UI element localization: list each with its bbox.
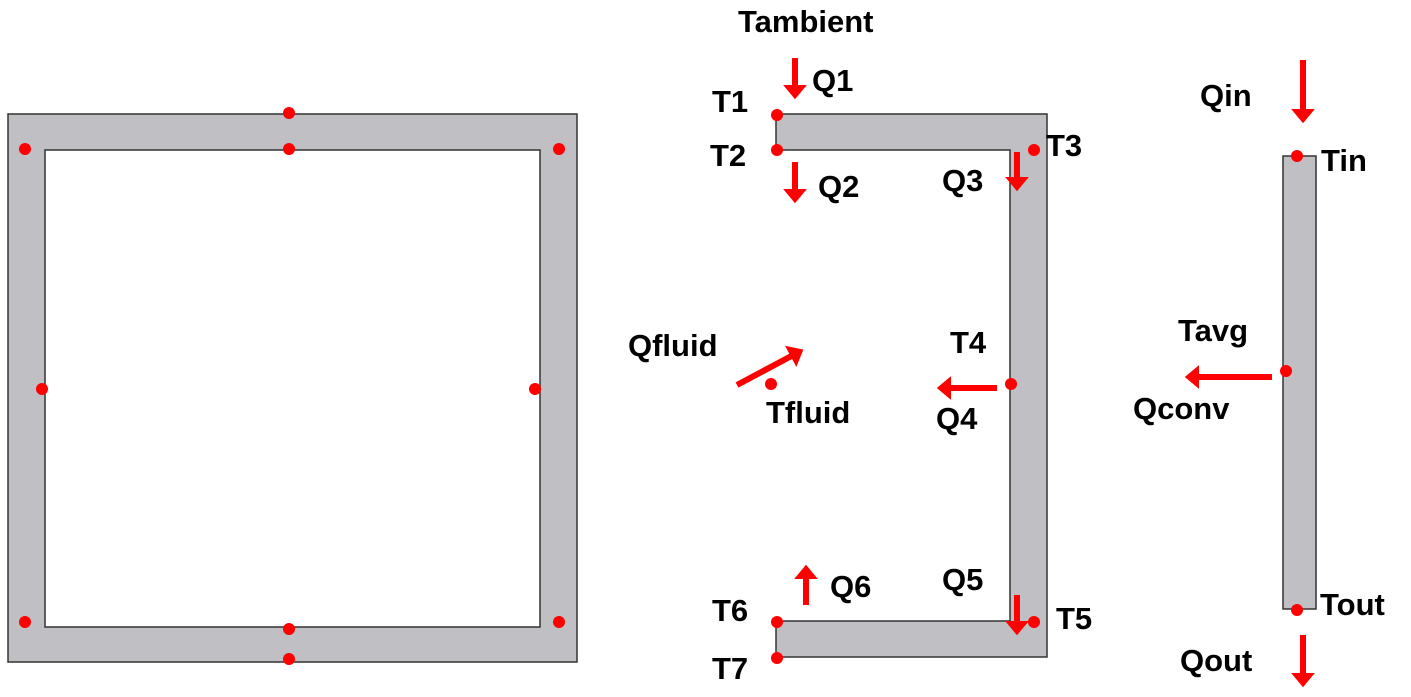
node-t7 (771, 652, 783, 664)
duct-wall (7, 113, 578, 663)
node-t2 (771, 144, 783, 156)
node-tfluid (765, 378, 777, 390)
label-tout: Tout (1320, 587, 1385, 622)
node-t1 (771, 109, 783, 121)
node-dot (553, 616, 565, 628)
wall-element: Qin Tin Tavg Qconv Tout Qout (1133, 60, 1385, 688)
label-t6: T6 (712, 593, 748, 628)
label-t3: T3 (1046, 128, 1082, 163)
label-t7: T7 (712, 651, 748, 686)
square-duct-section (7, 107, 578, 665)
node-tout (1291, 604, 1303, 616)
label-qfluid: Qfluid (628, 328, 718, 363)
label-q4: Q4 (936, 401, 978, 436)
arrow-qfluid-icon (735, 345, 804, 388)
node-t5 (1028, 616, 1040, 628)
label-t5: T5 (1056, 601, 1092, 636)
node-dot (19, 616, 31, 628)
node-dot (283, 653, 295, 665)
wall-bar (1282, 155, 1317, 610)
label-q5: Q5 (942, 562, 983, 597)
node-dot (36, 383, 48, 395)
label-t4: T4 (950, 325, 987, 360)
label-qconv: Qconv (1133, 391, 1230, 426)
node-t6 (771, 616, 783, 628)
label-tambient: Tambient (738, 4, 874, 39)
label-t1: T1 (712, 84, 748, 119)
label-q1: Q1 (812, 63, 853, 98)
half-section-network: Tambient Q1 T1 T2 Q2 T3 Q3 Qfluid T4 Tfl… (628, 4, 1092, 686)
node-dot (529, 383, 541, 395)
label-tin: Tin (1321, 143, 1367, 178)
label-q2: Q2 (818, 169, 859, 204)
label-tavg: Tavg (1178, 313, 1248, 348)
label-qin: Qin (1200, 78, 1252, 113)
label-t2: T2 (710, 138, 746, 173)
node-t4 (1005, 378, 1017, 390)
node-dot (553, 143, 565, 155)
label-q3: Q3 (942, 163, 983, 198)
label-q6: Q6 (830, 569, 871, 604)
node-dot (283, 107, 295, 119)
label-tfluid: Tfluid (766, 395, 850, 430)
node-t3 (1028, 144, 1040, 156)
node-dot (283, 623, 295, 635)
node-dot (19, 143, 31, 155)
node-tavg (1280, 365, 1292, 377)
label-qout: Qout (1180, 643, 1252, 678)
node-tin (1291, 150, 1303, 162)
node-dot (283, 143, 295, 155)
